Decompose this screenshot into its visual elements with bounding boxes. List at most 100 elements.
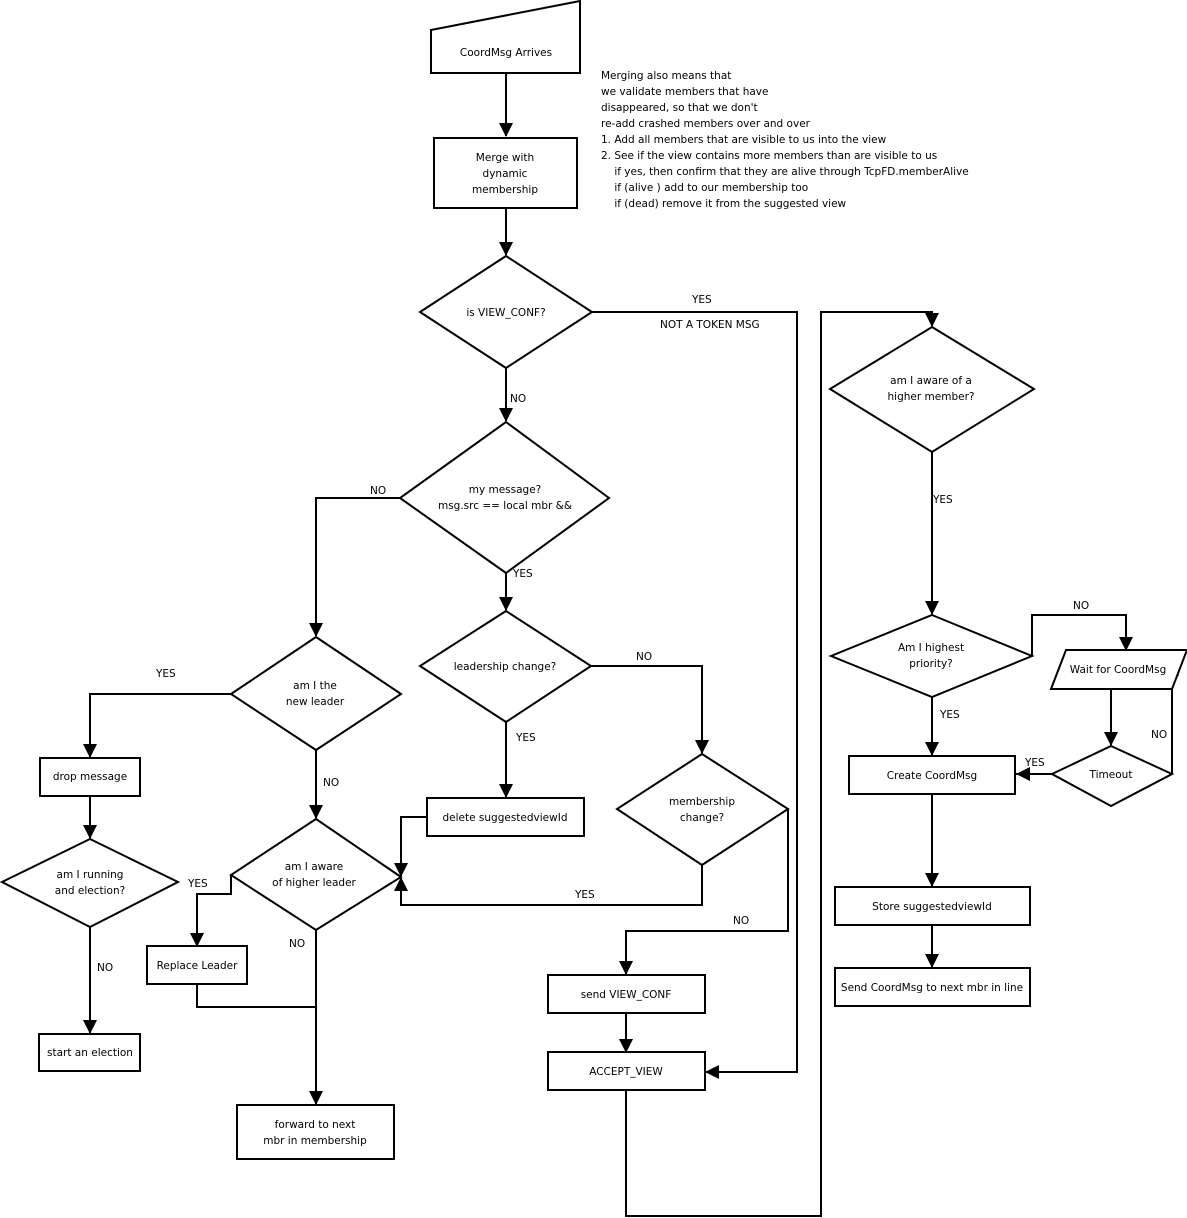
edge-label: NO: [510, 393, 526, 405]
arrowhead-down-icon: [499, 597, 513, 611]
decision-highest-priority: Am I highest priority?: [828, 613, 1035, 699]
node-label: send VIEW_CONF: [581, 989, 672, 1001]
note-line: we validate members that have: [601, 86, 768, 98]
node-label: of higher leader: [272, 877, 356, 889]
node-merge-membership: Merge with dynamic membership: [433, 137, 578, 209]
node-forward-next: forward to next mbr in membership: [236, 1104, 395, 1160]
arrowhead-down-icon: [619, 1039, 633, 1053]
arrowhead-down-icon: [309, 805, 323, 819]
edge-label: NO: [1151, 729, 1167, 741]
arrowhead-left-icon: [1016, 767, 1030, 781]
note-line: Merging also means that: [601, 70, 731, 82]
node-send-view-conf: send VIEW_CONF: [547, 974, 706, 1014]
node-label: forward to next: [275, 1119, 356, 1131]
edge-membership-yes: [400, 865, 703, 906]
arrowhead-down-icon: [619, 961, 633, 975]
note-line: if (dead) remove it from the suggested v…: [601, 198, 847, 210]
edge-leadership-no: [591, 665, 703, 753]
arrowhead-down-icon: [499, 784, 513, 798]
edge-label: NO: [323, 777, 339, 789]
edge-viewconf-yes: [592, 311, 798, 1073]
arrowhead-up-icon: [394, 877, 408, 891]
decision-leadership-change: leadership change?: [418, 609, 593, 724]
node-label: higher member?: [888, 391, 975, 403]
node-label: Wait for CoordMsg: [1070, 664, 1166, 676]
annotation-note: Merging also means that we validate memb…: [601, 70, 969, 210]
edge-mymsg-no: [315, 497, 400, 636]
decision-aware-higher-leader: am I aware of higher leader: [229, 817, 403, 932]
node-label: ACCEPT_VIEW: [589, 1066, 663, 1078]
node-label: Replace Leader: [157, 960, 239, 972]
node-store-suggestedviewid: Store suggestedviewId: [834, 886, 1031, 926]
edge-label: NO: [636, 651, 652, 663]
node-wait-coordmsg: Wait for CoordMsg: [1049, 649, 1187, 690]
node-label: Send CoordMsg to next mbr in line: [841, 982, 1023, 994]
edge-replace-forward: [196, 984, 316, 1008]
edge-label: YES: [939, 709, 960, 721]
edge-label: YES: [187, 878, 208, 890]
edge-membership-no: [625, 809, 789, 974]
edge-highest-no: [1031, 614, 1127, 656]
edge-label: YES: [691, 294, 712, 306]
arrowhead-down-icon: [925, 742, 939, 756]
edge-label: NO: [97, 962, 113, 974]
node-label: am I aware of a: [890, 375, 972, 387]
arrowhead-down-icon: [309, 1091, 323, 1105]
node-label: and election?: [55, 885, 125, 897]
arrowhead-down-icon: [695, 740, 709, 754]
edge-label: YES: [1024, 757, 1045, 769]
node-drop-message: drop message: [39, 757, 141, 797]
decision-aware-higher-member: am I aware of a higher member?: [828, 325, 1036, 454]
node-label: am I running: [57, 869, 124, 881]
node-label: am I aware: [285, 861, 343, 873]
arrowhead-down-icon: [83, 744, 97, 758]
edge-label: NO: [370, 485, 386, 497]
edge-delete-higherleader: [400, 816, 428, 876]
node-send-coordmsg: Send CoordMsg to next mbr in line: [834, 967, 1031, 1007]
node-label: change?: [680, 812, 724, 824]
note-line: re-add crashed members over and over: [601, 118, 811, 130]
node-label: is VIEW_CONF?: [466, 307, 545, 319]
note-line: if yes, then confirm that they are alive…: [601, 166, 969, 178]
edge-newleader-yes: [89, 693, 231, 757]
edge-label: YES: [512, 568, 533, 580]
edge-label: NOT A TOKEN MSG: [660, 319, 760, 331]
arrowhead-down-icon: [925, 601, 939, 615]
decision-my-message: my message? msg.src == local mbr &&: [398, 420, 611, 575]
node-replace-leader: Replace Leader: [146, 945, 248, 985]
decision-am-i-new-leader: am I the new leader: [229, 635, 403, 752]
arrowhead-down-icon: [1104, 732, 1118, 746]
node-label: dynamic: [483, 168, 528, 180]
node-label: delete suggestedviewId: [443, 812, 568, 824]
arrowhead-down-icon: [83, 825, 97, 839]
edge-label: NO: [1073, 600, 1089, 612]
edge-label: NO: [733, 915, 749, 927]
node-label: Timeout: [1089, 769, 1133, 781]
arrowhead-down-icon: [1119, 637, 1133, 651]
node-label: start an election: [47, 1047, 133, 1059]
node-label: Merge with: [476, 152, 534, 164]
note-line: 1. Add all members that are visible to u…: [601, 134, 887, 146]
decision-timeout: Timeout: [1049, 744, 1175, 808]
edge-label: YES: [932, 494, 953, 506]
node-label: am I the: [293, 680, 337, 692]
node-label: membership: [472, 184, 538, 196]
node-label: msg.src == local mbr &&: [438, 500, 572, 512]
decision-am-i-running-election: am I running and election?: [0, 837, 181, 929]
note-line: disappeared, so that we don't: [601, 102, 758, 114]
node-create-coordmsg: Create CoordMsg: [848, 755, 1016, 795]
node-label: membership: [669, 796, 735, 808]
edge-higherleader-yes: [196, 875, 232, 946]
node-label: Create CoordMsg: [887, 770, 977, 782]
node-label: new leader: [286, 696, 345, 708]
node-label: drop message: [53, 771, 127, 783]
node-label: leadership change?: [454, 661, 557, 673]
arrowhead-down-icon: [499, 242, 513, 256]
node-start-election: start an election: [38, 1033, 141, 1072]
node-label: CoordMsg Arrives: [460, 47, 552, 59]
arrowhead-left-icon: [705, 1065, 719, 1079]
arrowhead-down-icon: [925, 873, 939, 887]
decision-is-view-conf: is VIEW_CONF?: [418, 254, 594, 370]
node-label: priority?: [909, 658, 952, 670]
